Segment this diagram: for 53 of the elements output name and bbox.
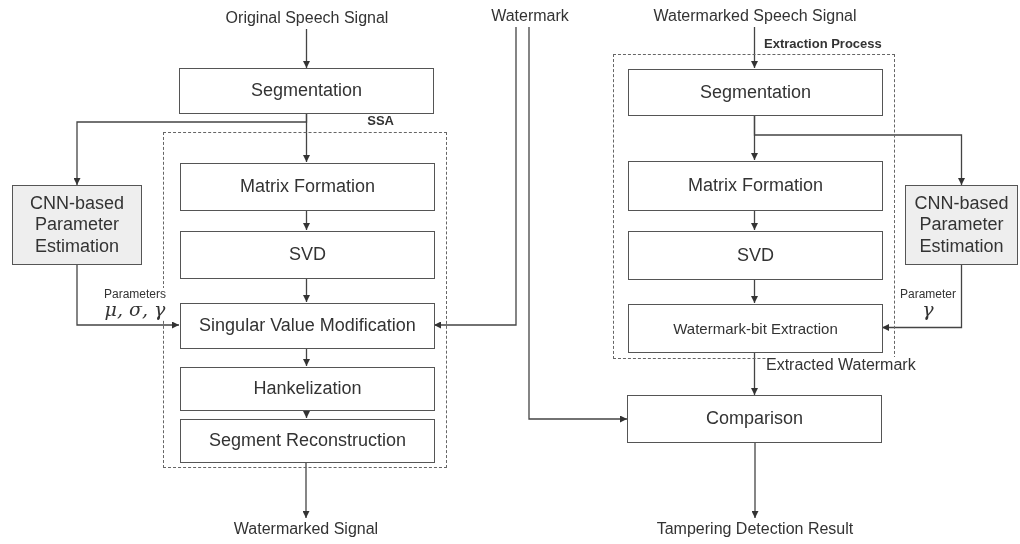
box-label: SVD	[289, 244, 326, 266]
process-box	[180, 303, 435, 349]
edge-label: Parameters μ, σ, γ	[104, 288, 167, 319]
arrow	[73, 113, 308, 186]
signal-label: Original Speech Signal	[207, 7, 407, 29]
edge-label: Extracted Watermark	[766, 357, 916, 373]
box-label: Hankelization	[253, 378, 362, 400]
arrow	[751, 26, 758, 69]
process-box	[628, 231, 883, 280]
process-box	[627, 395, 882, 443]
arrow	[303, 28, 310, 69]
arrow	[303, 409, 310, 419]
process-box	[628, 69, 883, 116]
group-label: Extraction Process	[764, 36, 882, 51]
box-label: Segment Reconstruction	[208, 430, 407, 452]
box-label: Matrix Formation	[688, 175, 823, 197]
box-label: Matrix Formation	[240, 176, 375, 198]
arrow	[303, 347, 310, 367]
process-box	[180, 231, 435, 279]
box-label: Segmentation	[699, 81, 812, 104]
arrow	[303, 277, 310, 303]
arrow	[751, 442, 759, 519]
arrow	[433, 26, 517, 329]
arrow	[753, 114, 965, 186]
box-label: Singular Value Modification	[199, 315, 416, 337]
box-label: Watermark-bit Extraction	[673, 319, 838, 338]
signal-label: Tampering Detection Result	[645, 518, 865, 540]
process-box	[628, 161, 883, 211]
group-label: SSA	[367, 113, 394, 128]
arrow	[303, 209, 310, 231]
signal-label: Watermarked Signal	[226, 518, 386, 540]
arrow	[302, 461, 310, 519]
box-label: SVD	[737, 244, 774, 267]
arrow	[881, 264, 963, 331]
signal-label: Watermark	[480, 5, 580, 27]
process-box	[180, 367, 435, 411]
process-box	[180, 163, 435, 211]
arrow	[76, 264, 180, 329]
arrow	[751, 209, 758, 231]
process-box	[179, 68, 434, 114]
box-label: Comparison	[705, 408, 803, 430]
edge-label: Parameter γ	[900, 288, 957, 319]
arrow	[528, 26, 628, 423]
process-box	[628, 304, 883, 353]
estimation-box	[12, 185, 142, 265]
box-label: CNN-based Parameter Estimation	[28, 192, 125, 258]
process-box	[180, 419, 435, 463]
arrow	[751, 278, 758, 304]
box-label: Segmentation	[250, 80, 363, 102]
arrow	[751, 351, 758, 396]
estimation-box	[905, 185, 1018, 265]
signal-label: Watermarked Speech Signal	[645, 5, 865, 27]
box-label: CNN-based Parameter Estimation	[913, 192, 1010, 258]
